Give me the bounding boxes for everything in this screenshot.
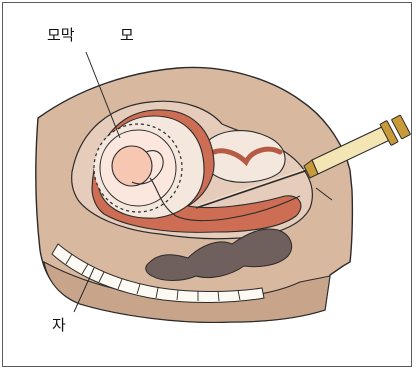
label-top-right: 모 <box>120 28 134 43</box>
label-top-left: 모막 <box>47 28 75 43</box>
label-bottom-left: 자 <box>52 318 66 333</box>
